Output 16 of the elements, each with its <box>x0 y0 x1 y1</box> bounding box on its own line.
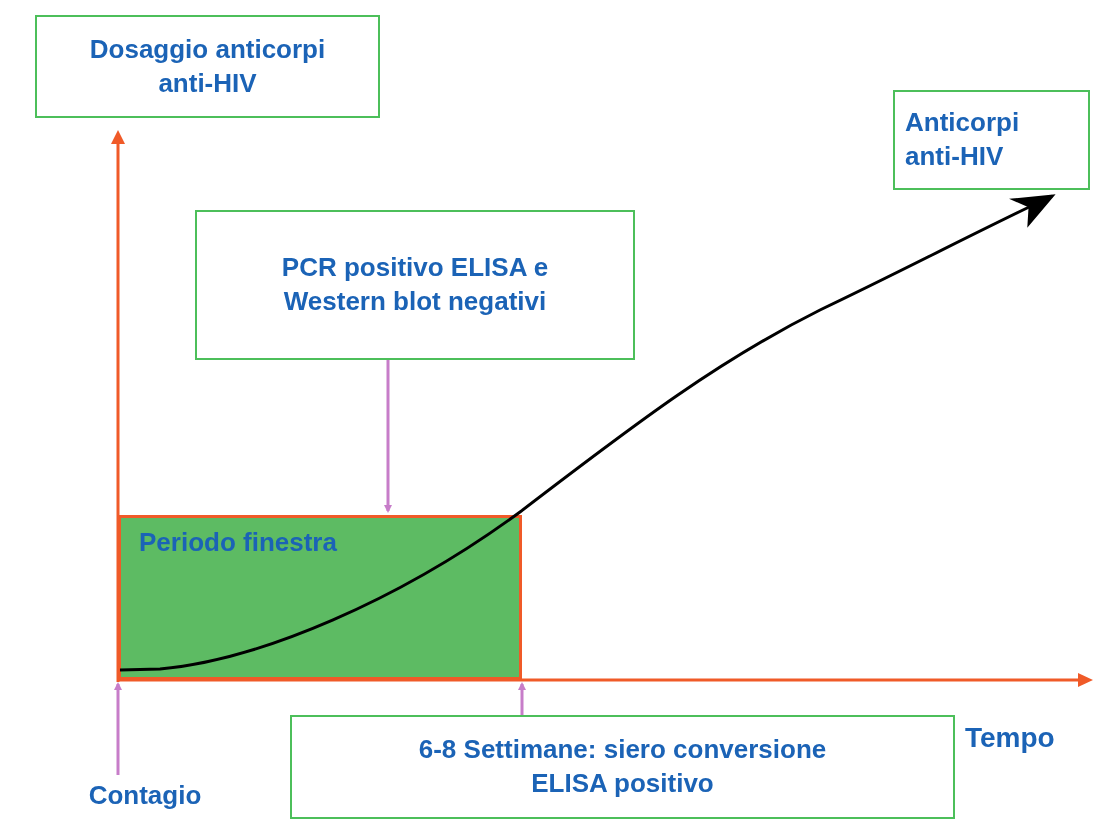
antibody-curve-arrow <box>119 194 1056 672</box>
arrow <box>518 682 526 715</box>
window-period-area <box>118 515 522 680</box>
text-box <box>290 715 955 819</box>
arrow <box>384 360 392 513</box>
text-box <box>893 90 1090 190</box>
box-label: Anticorpi anti-HIV <box>905 106 1021 173</box>
text-box <box>35 15 380 118</box>
box-label: 6-8 Settimane: siero conversione ELISA positivo <box>417 733 828 800</box>
box-label: PCR positivo ELISA e Western blot negativi <box>280 251 550 318</box>
box-label: Periodo finestra <box>139 526 337 559</box>
arrow <box>114 682 122 775</box>
box-label: Contagio <box>88 779 202 813</box>
axis-label: Tempo <box>965 722 1055 754</box>
box-label: Dosaggio anticorpi anti-HIV <box>88 32 327 100</box>
text-box <box>195 210 635 360</box>
